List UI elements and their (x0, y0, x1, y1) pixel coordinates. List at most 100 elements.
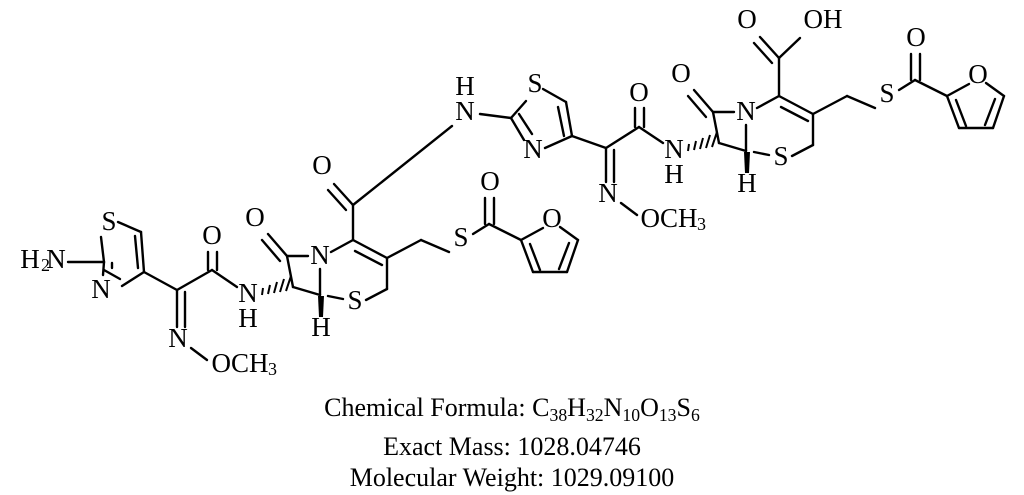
atom-o-amide-right: O (629, 77, 649, 107)
atom-n-left: N (46, 244, 66, 274)
atom-s-thioester-right: S (879, 78, 894, 108)
bond-furan-c5-o-right (984, 81, 1006, 98)
label-och3-left: OCH 3 (211, 348, 277, 379)
bond-thiazole-mid-s-c5 (541, 87, 568, 104)
hash-bond-left-c7 (261, 275, 292, 296)
exact-mass-label: Exact Mass: (383, 431, 518, 461)
hash-bond-right-c7 (687, 131, 718, 152)
bond-linkco-b (326, 188, 348, 212)
atom-o-lactam-right: O (671, 58, 691, 88)
bond-furan-c2-o-left (519, 226, 545, 242)
bond-thiazole-n3-c2 (101, 260, 106, 277)
formula-count-1: 32 (585, 404, 604, 425)
atom-n-lactam-right: N (736, 96, 756, 126)
atom-h-stereo-right: H (737, 168, 757, 198)
atom-n-amide-right: N (664, 134, 684, 164)
molecular-weight-value: 1029.09100 (550, 462, 675, 492)
bond-nh-thiazole-mid (478, 112, 513, 120)
bond-c3-ch2-right (811, 94, 849, 116)
atom-h-amide-right: H (664, 159, 684, 189)
atom-h-amide-left: H (238, 303, 258, 333)
chemical-structure-canvas: H 2 N S N N OCH 3 O N H (20, 4, 1006, 379)
atom-o-furan-left: O (542, 203, 562, 233)
atom-s-cephem-left: S (347, 285, 362, 315)
atom-och3-left-sub: 3 (268, 359, 277, 379)
bond-cephem-n-c4-left (329, 238, 355, 254)
bond-s-carbonyl-left (471, 222, 491, 236)
bond-thiazole-mid-c5-c4-inner (556, 105, 566, 138)
bond-thiazole-mid-c5-c4 (564, 100, 574, 138)
formula-count-3: 13 (658, 404, 677, 425)
atom-o-carboxyl: O (737, 4, 757, 34)
atom-s-thiazole-mid: S (527, 68, 542, 98)
bond-cephem-s-c6-right (752, 150, 771, 157)
bond-lactam-co-left-a (266, 232, 289, 258)
bond-cephem-c4-c3-left-inner (353, 249, 384, 267)
bond-furan-c4-c5-right (991, 94, 1006, 130)
bond-thiazole-mid-c2-s (509, 99, 528, 120)
bond-thiazole-c2-n-double (102, 268, 122, 281)
atom-n-thiazole-left: N (91, 274, 111, 304)
bond-c3-ch2-left (385, 238, 423, 260)
bond-lactam-co-left-b (260, 238, 282, 263)
bond-furan-c2-c3-right-inner (954, 98, 968, 128)
bond-cephem-c2-s-left (364, 287, 389, 302)
bond-furan-c5-o-left (558, 225, 580, 242)
formula-element-3: O (640, 393, 659, 422)
atom-h-left-sub: 2 (41, 255, 50, 275)
formula-element-4: S (676, 393, 691, 422)
caption-formula-prefix: Chemical Formula: (324, 393, 533, 422)
atom-h-link-amide: H (455, 71, 475, 101)
bond-lactam-c8-c7-left (285, 254, 295, 289)
bond-lactam-c7-c6-right (717, 141, 748, 153)
atom-och3-right: OCH (640, 203, 697, 233)
bond-thiazole-mid-n3-c2 (509, 116, 526, 142)
bond-lactam-c8-c7-right (711, 110, 721, 145)
caption-exact-mass-line: Exact Mass: 1028.04746 (0, 431, 1024, 462)
caption-molecular-weight-line: Molecular Weight: 1029.09100 (0, 462, 1024, 493)
molecular-weight-label: Molecular Weight: (349, 462, 551, 492)
bond-thiazole-c2-s (99, 235, 106, 264)
bond-thiazole-c5-c4 (139, 230, 146, 274)
bond-furan-c2-o-right (945, 82, 971, 98)
formula-element-0: C (532, 393, 550, 422)
atom-o-link-amide: O (312, 150, 332, 180)
atom-s-thiazole-left: S (101, 206, 116, 236)
bond-noxime-o-left (189, 346, 209, 362)
label-h2n-left: H 2 N (20, 244, 66, 275)
caption-block: Chemical Formula: C38H32N10O13S6 Exact M… (0, 392, 1024, 493)
bond-cephem-s-c6-left (326, 294, 345, 301)
formula-count-2: 10 (622, 404, 641, 425)
atom-o-furan-right: O (968, 59, 988, 89)
bond-carbonyl-namide-right (637, 125, 665, 145)
atom-oh-carboxyl: OH (804, 4, 843, 34)
atom-n-thiazole-mid: N (523, 134, 543, 164)
bond-alpha-carbonyl-left (175, 268, 214, 292)
exact-mass-value: 1028.04746 (517, 431, 641, 461)
atom-och3-right-sub: 3 (697, 214, 706, 234)
bond-cephem-c2-s-right (790, 143, 815, 158)
atom-o-thioester-left: O (480, 166, 500, 196)
bond-furan-c2-c3-left (519, 238, 535, 274)
atom-n-amide-left: N (238, 278, 258, 308)
bond-cephem-c4-c3-right (777, 94, 815, 116)
atom-s-cephem-right: S (773, 141, 788, 171)
bond-carbonyl-furan-right (913, 78, 949, 98)
bond-lactam-c7-c6-left (291, 285, 322, 297)
caption-formula-line: Chemical Formula: C38H32N10O13S6 (0, 392, 1024, 431)
bond-ch2-s-left (419, 238, 451, 254)
bond-cephem-c4-c3-right-inner (779, 105, 810, 123)
bond-s-carbonyl-right (897, 78, 917, 92)
atom-n-link-amide: N (455, 96, 475, 126)
formula-count-4: 6 (690, 404, 700, 425)
bond-noxime-o-right (619, 201, 639, 217)
atom-s-thioester-left: S (453, 222, 468, 252)
bond-alpha-carbonyl-right (604, 125, 641, 150)
bond-thiazole-mid-c4-n3 (543, 134, 574, 150)
bond-cooh-o-b (752, 41, 774, 65)
atom-n-lactam-left: N (310, 240, 330, 270)
bond-furan-c4-c5-left-inner (557, 241, 571, 271)
bond-thiazole-c4-n3 (120, 270, 146, 288)
bond-furan-c4-c5-right-inner (983, 97, 997, 127)
